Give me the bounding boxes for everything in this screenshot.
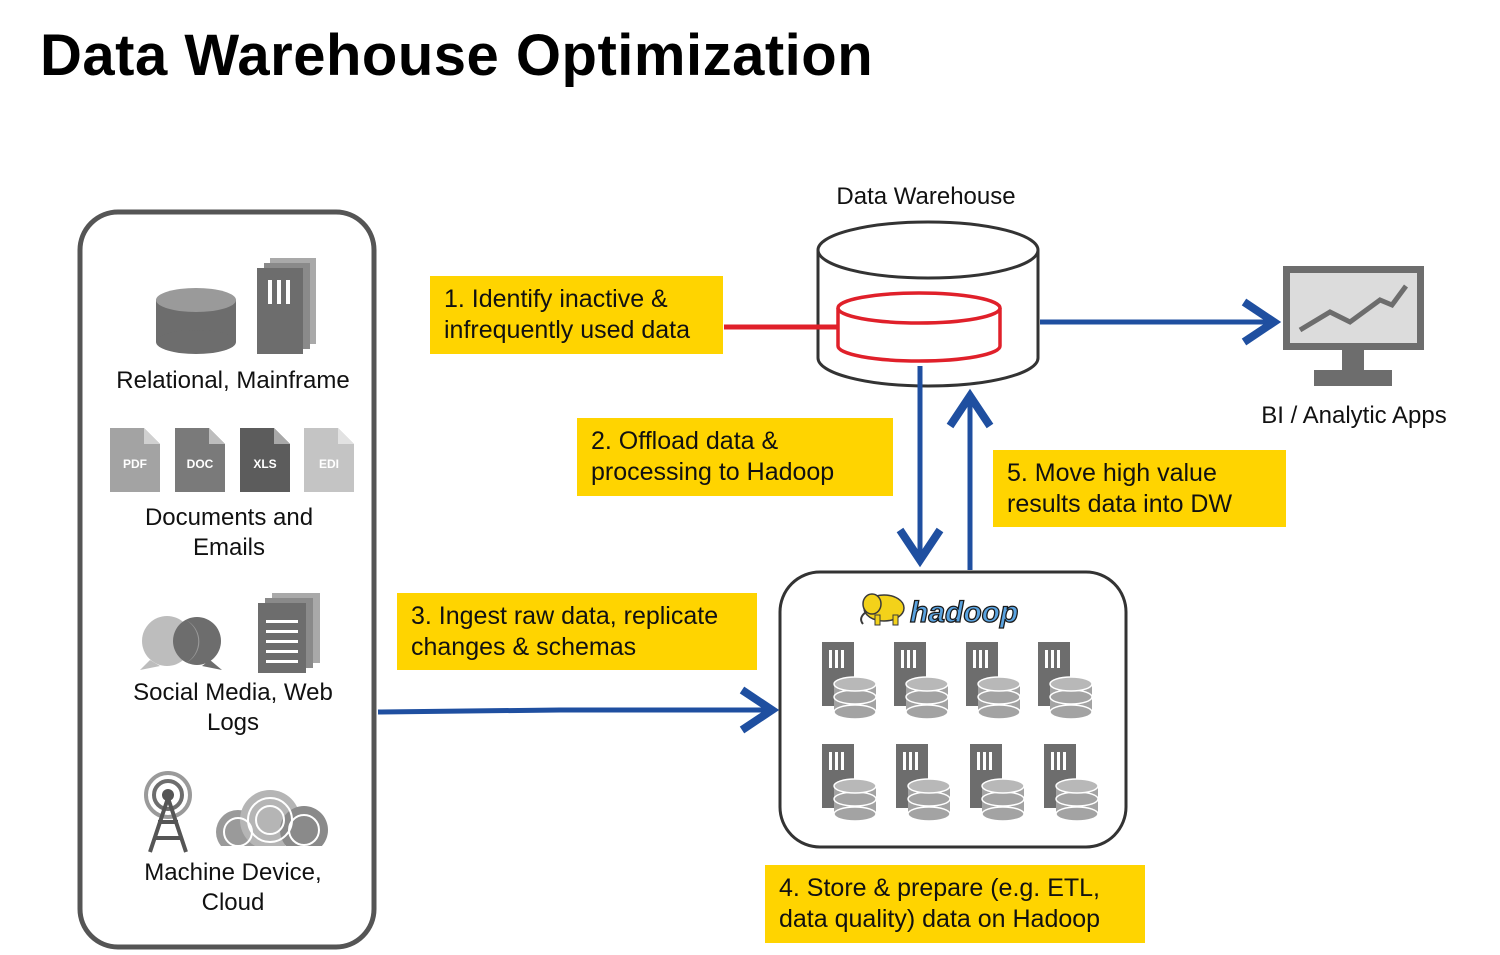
relational-label: Relational, Mainframe <box>116 367 350 394</box>
file-type-label: EDI <box>319 457 339 471</box>
machine-label: Machine Device, Cloud <box>144 859 322 916</box>
edi-file-icon: EDI <box>304 428 354 492</box>
inactive-data-segment <box>836 291 1002 363</box>
hadoop-logo: hadoop <box>910 596 1018 629</box>
step-3-callout: 3. Ingest raw data, replicate changes & … <box>397 593 757 670</box>
file-type-label: DOC <box>187 457 214 471</box>
step-1-callout: 1. Identify inactive & infrequently used… <box>430 276 723 354</box>
step-2-callout: 2. Offload data & processing to Hadoop <box>577 418 893 496</box>
documents-label: Documents and Emails <box>144 504 314 561</box>
ingest-arrow <box>377 686 780 734</box>
step-4-callout: 4. Store & prepare (e.g. ETL, data quali… <box>765 865 1145 943</box>
analytics-monitor-icon <box>1283 266 1424 386</box>
database-icon <box>156 288 236 354</box>
cloud-icon <box>212 790 332 854</box>
file-type-label: XLS <box>253 457 276 471</box>
mainframe-icon <box>257 258 316 354</box>
file-type-label: PDF <box>123 457 147 471</box>
hadoop-cluster-panel <box>778 570 1128 849</box>
sources-panel <box>77 209 377 950</box>
chat-bubbles-icon <box>140 616 222 670</box>
doc-file-icon: DOC <box>175 428 225 492</box>
hadoop-elephant-icon <box>860 593 905 626</box>
xls-file-icon: XLS <box>240 428 290 492</box>
bi-label: BI / Analytic Apps <box>1261 402 1447 429</box>
pdf-file-icon: PDF <box>110 428 160 492</box>
page-title: Data Warehouse Optimization <box>40 23 874 88</box>
warehouse-label: Data Warehouse <box>836 183 1016 210</box>
social-label: Social Media, Web Logs <box>133 679 333 736</box>
document-stack-icon <box>258 593 320 673</box>
antenna-tower-icon <box>144 771 192 853</box>
step-5-callout: 5. Move high value results data into DW <box>993 450 1286 527</box>
